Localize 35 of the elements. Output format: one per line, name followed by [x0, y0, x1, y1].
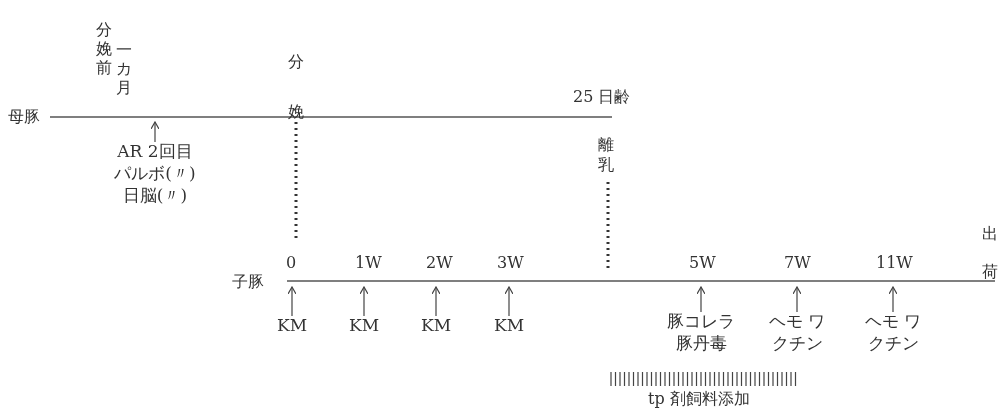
tick-label: 2W	[426, 253, 453, 272]
time-label: 分娩	[288, 51, 304, 123]
arrow	[287, 286, 297, 317]
time-label: 一カ月	[116, 40, 132, 97]
vaccine-label: ヘモ ワクチン	[767, 310, 827, 354]
vaccine-label: KM	[492, 314, 526, 336]
bar-label: tp 剤飼料添加	[648, 390, 750, 408]
time-label: 分娩前	[96, 20, 112, 77]
vaccine-label: 豚丹毒	[674, 332, 728, 354]
tick-label: 3W	[497, 253, 524, 272]
time-label: 出荷	[982, 223, 998, 283]
tick-label: 7W	[784, 253, 811, 272]
arrow	[150, 121, 160, 143]
vaccine-label: 日脳(〃)	[121, 184, 189, 206]
row-label: 母豚	[8, 107, 40, 128]
arrow	[359, 286, 369, 317]
vaccine-label: KM	[347, 314, 381, 336]
arrow	[504, 286, 514, 317]
row-label: 子豚	[232, 272, 264, 293]
time-label: 25 日齢	[573, 87, 631, 108]
vaccine-label: ヘモ ワクチン	[863, 310, 923, 354]
tick-label: 0	[286, 253, 297, 272]
vaccine-label: パルボ(〃)	[113, 162, 197, 184]
vaccine-label: KM	[275, 314, 309, 336]
tick-label: 5W	[689, 253, 716, 272]
tick-label: 1W	[355, 253, 382, 272]
time-label: 離乳	[598, 135, 614, 175]
arrow	[431, 286, 441, 317]
arrow	[888, 286, 898, 313]
vaccine-label: AR 2回目	[116, 140, 194, 162]
arrow	[792, 286, 802, 313]
arrow	[696, 286, 706, 313]
vaccine-label: KM	[419, 314, 453, 336]
vaccine-label: 豚コレラ	[666, 310, 736, 332]
tick-label: 11W	[876, 253, 913, 272]
